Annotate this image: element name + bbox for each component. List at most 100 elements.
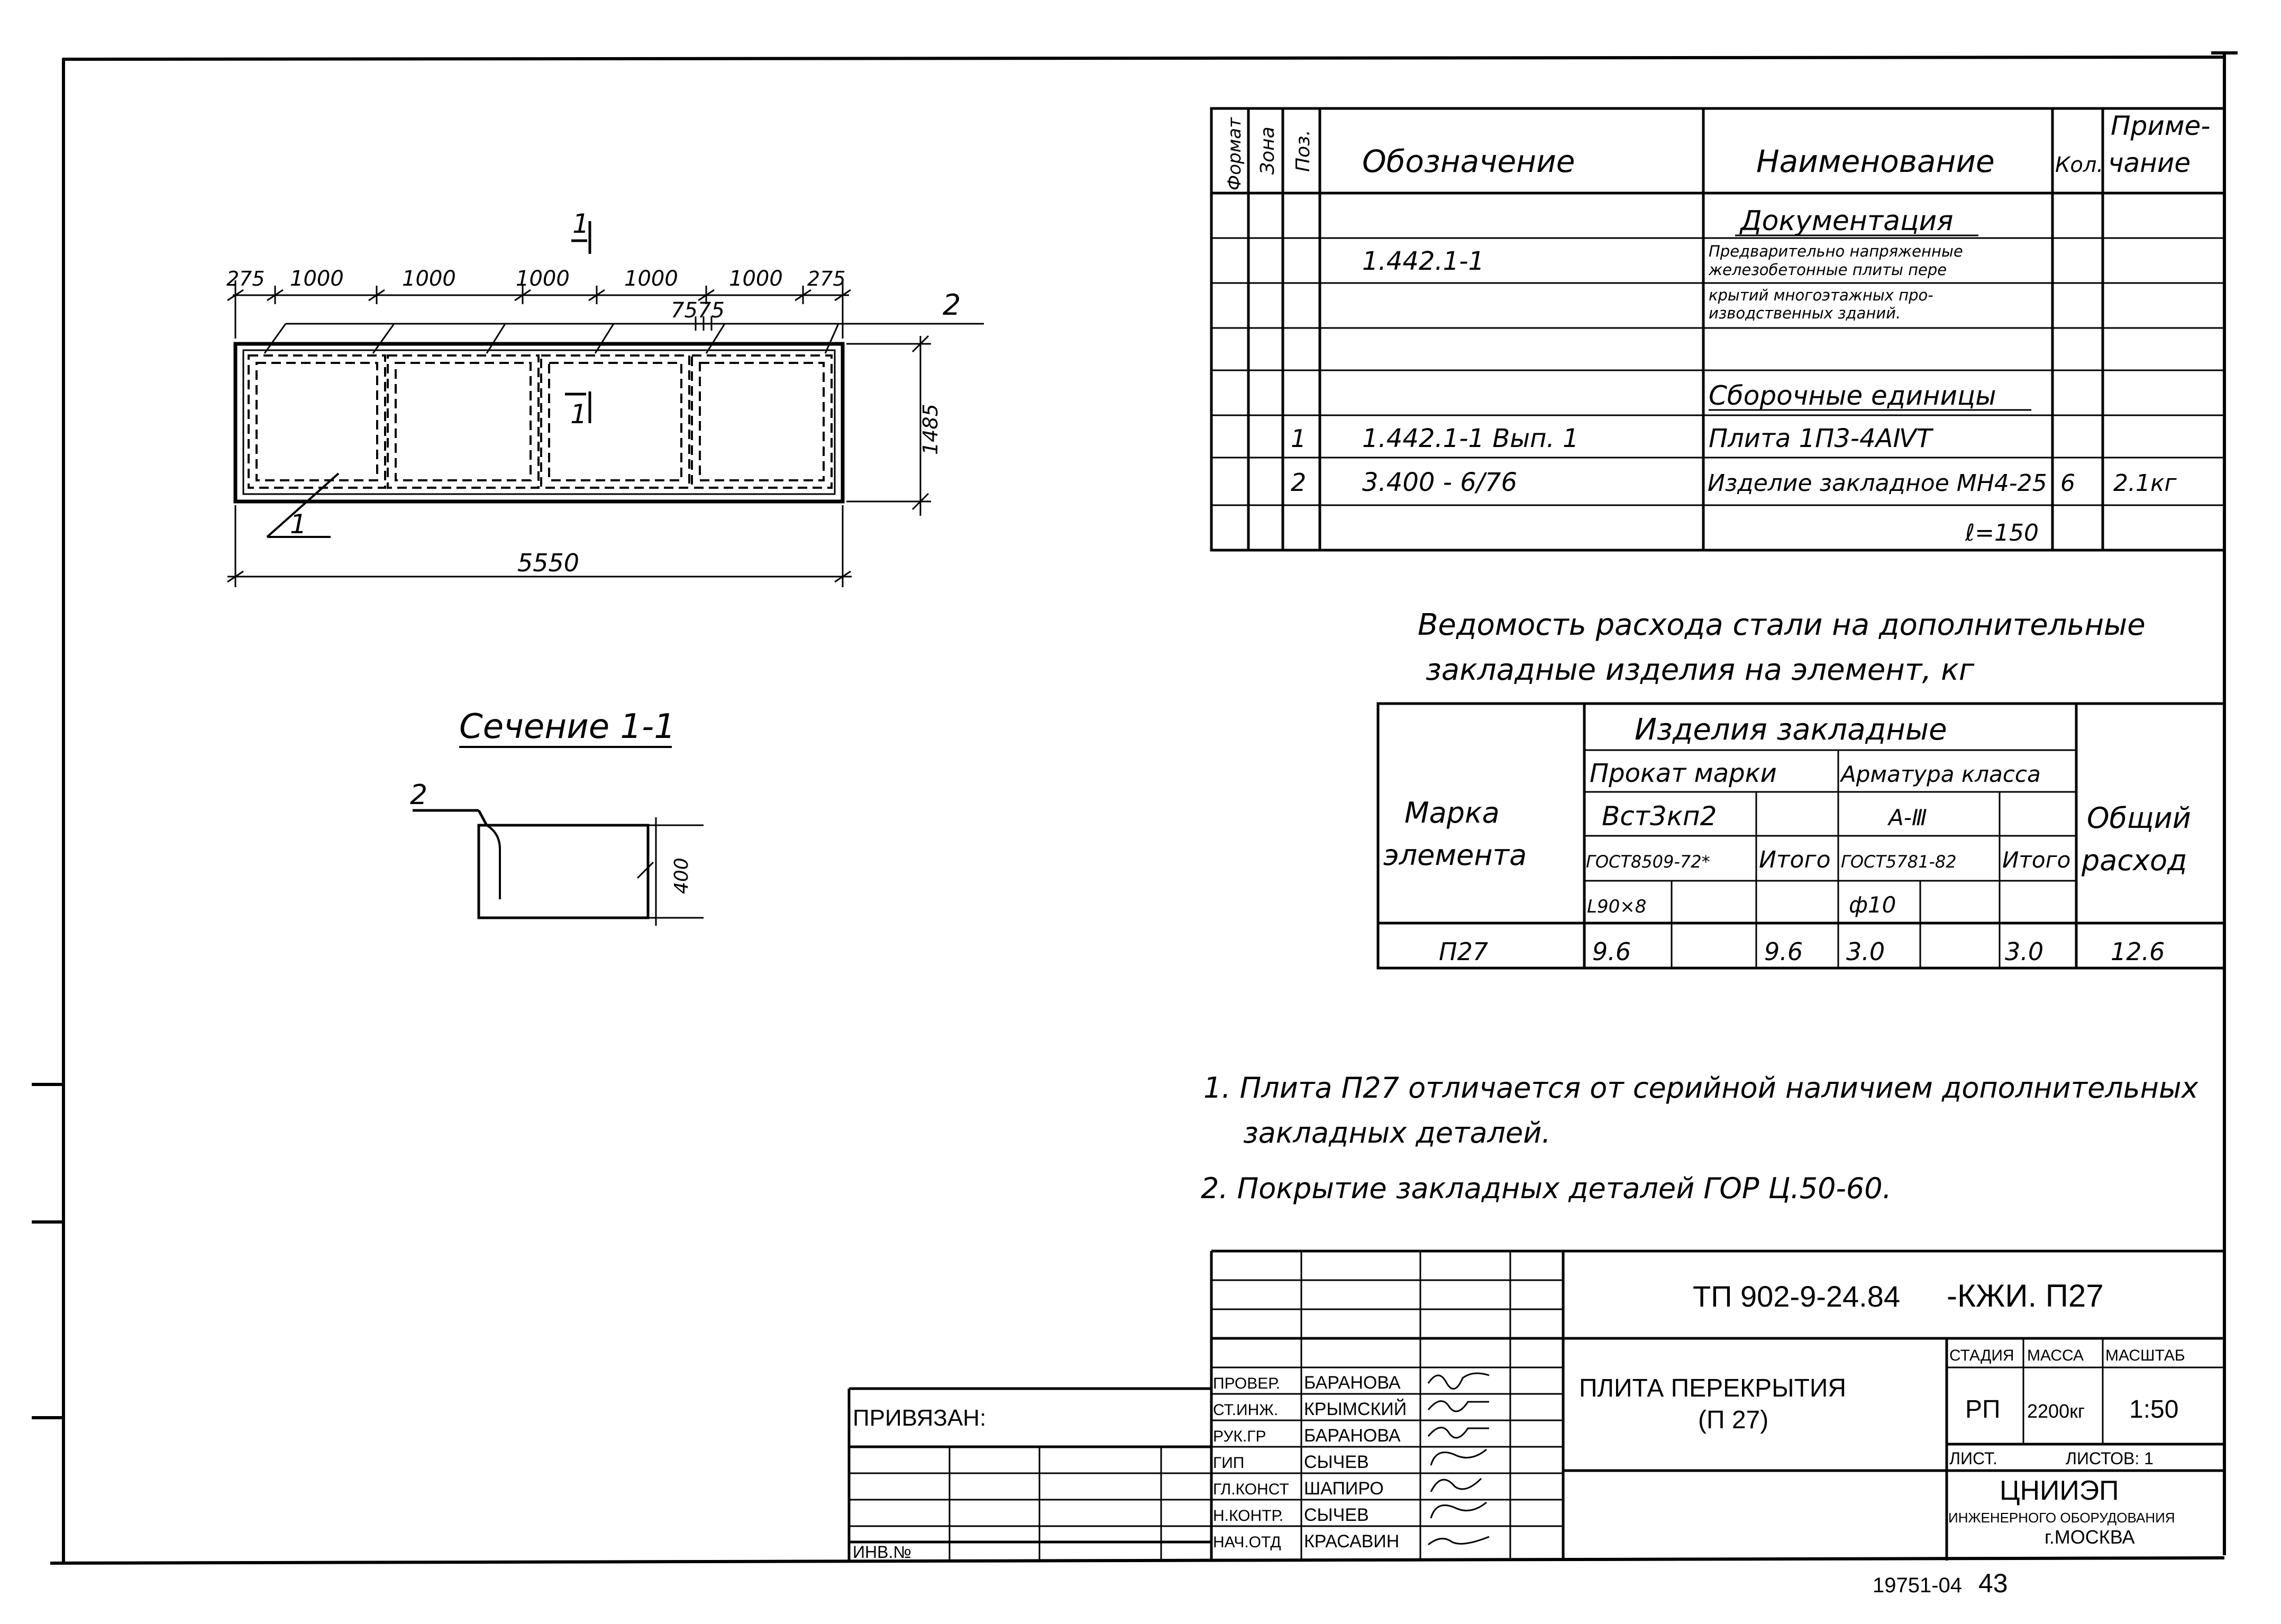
spec-h-format: Формат bbox=[1224, 117, 1245, 190]
steel-h-rolled: Прокат марки bbox=[1590, 759, 1777, 788]
spec-sec-documentation: Документация bbox=[1739, 205, 1953, 237]
spec-h-pos: Поз. bbox=[1292, 130, 1314, 172]
stamp-sheet: ЛИСТ. bbox=[1949, 1449, 1997, 1468]
plan-dim-1: 275 bbox=[226, 267, 265, 290]
steel-h-mark-2: элемента bbox=[1383, 838, 1527, 872]
stamp-role-5: ГЛ.КОНСТ bbox=[1213, 1481, 1289, 1498]
steel-row-t1: 9.6 bbox=[1764, 937, 1803, 966]
steel-row-v3: 3.0 bbox=[1846, 937, 1885, 966]
stamp-scale-h: МАСШТАБ bbox=[2105, 1347, 2185, 1364]
steel-h-gost2: ГОСТ5781-82 bbox=[1841, 852, 1957, 872]
bottom-number: 19751-04 bbox=[1873, 1574, 1962, 1597]
bottom-page: 43 bbox=[1978, 1568, 2008, 1598]
steel-row-t2: 3.0 bbox=[2005, 937, 2043, 966]
spec-h-name: Наименование bbox=[1756, 143, 1995, 179]
item-1-leader bbox=[266, 472, 340, 538]
steel-title-1: Ведомость расхода стали на дополнительны… bbox=[1418, 608, 2146, 642]
spec-row2-note: 2.1кг bbox=[2113, 470, 2177, 497]
stamp-name-1: БАРАНОВА bbox=[1304, 1373, 1401, 1393]
stamp-name-2: КРЫМСКИЙ bbox=[1304, 1399, 1407, 1419]
signatures bbox=[1427, 1372, 1490, 1546]
section-profile bbox=[413, 809, 704, 926]
stamp-scale: 1:50 bbox=[2129, 1395, 2178, 1424]
spec-h-zone: Зона bbox=[1257, 126, 1279, 175]
spec-h-note-1: Приме- bbox=[2111, 111, 2210, 141]
spec-doc-name-3: крытий многоэтажных про- bbox=[1709, 286, 1933, 304]
spec-row1-pos: 1 bbox=[1291, 424, 1306, 453]
notes: 1. Плита П27 отличается от серийной нали… bbox=[1201, 1071, 2199, 1205]
steel-h-gost1: ГОСТ8509-72* bbox=[1586, 852, 1710, 872]
plan-dim-7: 275 bbox=[807, 267, 846, 290]
spec-row2-name: Изделие закладное МН4-25 bbox=[1708, 470, 2047, 497]
stamp-bound: ПРИВЯЗАН: bbox=[853, 1405, 986, 1431]
stamp-role-6: Н.КОНТР. bbox=[1213, 1507, 1283, 1525]
stamp-code-2: -КЖИ. П27 bbox=[1947, 1278, 2104, 1313]
bottom-dimension bbox=[227, 505, 852, 587]
plan-dim-2: 1000 bbox=[290, 267, 344, 291]
stamp-title-1: ПЛИТА ПЕРЕКРЫТИЯ bbox=[1579, 1374, 1846, 1402]
spec-doc-name-2: железобетонные плиты пере bbox=[1708, 261, 1947, 279]
stamp-org-1: ЦНИИЭП bbox=[2000, 1475, 2119, 1506]
stamp-name-5: ШАПИРО bbox=[1304, 1479, 1384, 1499]
section-item: 2 bbox=[410, 779, 427, 811]
spec-sub-note: ℓ=150 bbox=[1965, 519, 2039, 546]
spec-table: Формат Зона Поз. Обозначение Наименовани… bbox=[1210, 107, 2226, 552]
section-marks bbox=[565, 221, 591, 423]
plan-overall-dim: 7575 bbox=[671, 298, 725, 323]
plan-dim-4: 1000 bbox=[516, 267, 570, 291]
steel-h-dia: ф10 bbox=[1849, 892, 1896, 918]
plan-dim-3: 1000 bbox=[402, 267, 456, 291]
right-dimension bbox=[846, 335, 931, 516]
stamp-role-2: СТ.ИНЖ. bbox=[1213, 1401, 1278, 1419]
plan-dim-6: 1000 bbox=[729, 267, 783, 291]
note-1-cont: закладных деталей. bbox=[1243, 1116, 1551, 1149]
stamp-role-7: НАЧ.ОТД bbox=[1213, 1534, 1281, 1551]
section-dim: 400 bbox=[671, 857, 692, 894]
spec-h-qty: Кол. bbox=[2055, 153, 2103, 177]
spec-row2-pos: 2 bbox=[1291, 468, 1306, 497]
stamp-role-4: ГИП bbox=[1213, 1454, 1244, 1472]
steel-h-rebar: Арматура класса bbox=[1839, 761, 2041, 787]
plan-item-1: 1 bbox=[290, 509, 307, 540]
steel-h-steel: Вст3кп2 bbox=[1602, 801, 1717, 832]
title-block: ТП 902-9-24.84 -КЖИ. П27 ПЛИТА ПЕРЕКРЫТИ… bbox=[847, 1249, 2224, 1562]
stamp-role-3: РУК.ГР bbox=[1213, 1428, 1266, 1445]
stamp-mass-h: МАССА bbox=[2027, 1347, 2084, 1364]
plan-dim-right: 1485 bbox=[919, 404, 942, 455]
steel-h-angle: L90×8 bbox=[1587, 896, 1646, 917]
steel-h-embedded: Изделия закладные bbox=[1635, 713, 1947, 747]
section-view: Сечение 1-1 2 400 bbox=[410, 707, 704, 926]
spec-row2-designation: 3.400 - 6/76 bbox=[1362, 468, 1517, 497]
steel-h-class: А-Ⅲ bbox=[1887, 805, 1927, 831]
steel-table: Ведомость расхода стали на дополнительны… bbox=[1376, 608, 2226, 970]
stamp-stage: РП bbox=[1965, 1395, 2001, 1424]
steel-h-mark-1: Марка bbox=[1404, 796, 1500, 829]
top-dimension-chain bbox=[227, 280, 984, 354]
stamp-stage-h: СТАДИЯ bbox=[1949, 1347, 2014, 1364]
stamp-inv: ИНВ.№ bbox=[853, 1543, 911, 1562]
stamp-name-4: СЫЧЕВ bbox=[1304, 1452, 1369, 1472]
spec-h-note-2: чание bbox=[2108, 148, 2191, 178]
spec-h-designation: Обозначение bbox=[1362, 143, 1575, 179]
stamp-sheets: ЛИСТОВ: 1 bbox=[2066, 1449, 2154, 1468]
plan-dim-5: 1000 bbox=[624, 267, 678, 291]
section-mark-mid: 1 bbox=[570, 399, 587, 430]
stamp-code-1: ТП 902-9-24.84 bbox=[1693, 1280, 1900, 1313]
stamp-org-3: г.МОСКВА bbox=[2045, 1526, 2135, 1548]
spec-sec-assembly: Сборочные единицы bbox=[1709, 380, 1996, 411]
plan-dim-bottom: 5550 bbox=[517, 549, 579, 577]
spec-doc-designation: 1.442.1-1 bbox=[1362, 247, 1484, 276]
slab-outline bbox=[233, 342, 845, 504]
stamp-name-6: СЫЧЕВ bbox=[1304, 1505, 1369, 1525]
section-mark-top: 1 bbox=[572, 208, 589, 239]
stamp-title-2: (П 27) bbox=[1698, 1406, 1768, 1434]
stamp-mass: 2200кг bbox=[2027, 1400, 2085, 1422]
embedded-parts-dashed bbox=[248, 354, 833, 489]
steel-h-overall-1: Общий bbox=[2087, 801, 2191, 835]
spec-doc-name-4: изводственных зданий. bbox=[1709, 304, 1901, 322]
spec-row2-qty: 6 bbox=[2060, 470, 2075, 497]
note-1: 1. Плита П27 отличается от серийной нали… bbox=[1203, 1071, 2199, 1105]
stamp-role-1: ПРОВЕР. bbox=[1213, 1375, 1280, 1392]
spec-row1-name: Плита 1П3-4АⅣТ bbox=[1709, 424, 1934, 453]
